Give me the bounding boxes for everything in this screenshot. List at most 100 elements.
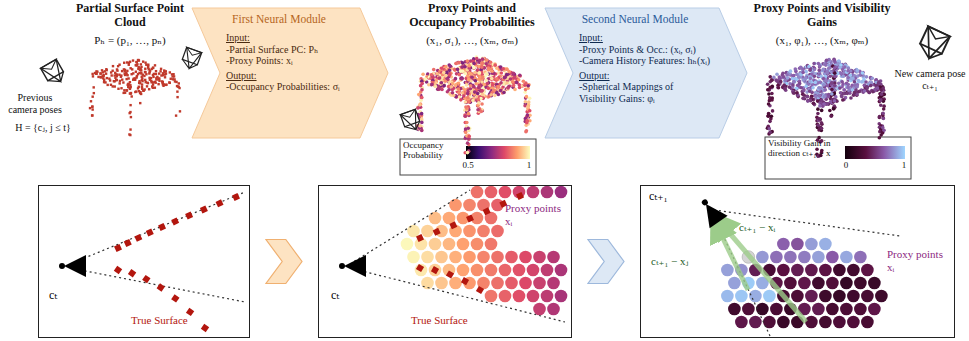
- proxy-point: [838, 86, 842, 90]
- proxy-point: [512, 76, 516, 80]
- proxy-point: [770, 251, 783, 264]
- surface-point: [91, 95, 93, 97]
- proxy-point: [812, 277, 825, 290]
- proxy-point: [805, 290, 818, 303]
- surface-point: [90, 100, 92, 102]
- proxy-point: [505, 251, 518, 264]
- proxy-point: [490, 77, 494, 81]
- proxy-point: [449, 199, 462, 212]
- surface-point: [105, 69, 107, 71]
- colorbar-gradient: [845, 146, 905, 159]
- proxy-point: [442, 84, 446, 88]
- proxy-point: [855, 85, 859, 89]
- surface-point: [117, 88, 119, 90]
- proxy-point: [819, 316, 832, 329]
- proxy-point: [443, 238, 456, 251]
- proxy-point: [472, 85, 476, 89]
- proxy-point: [828, 109, 832, 113]
- proxy-point: [786, 76, 790, 80]
- surface-point: [149, 69, 151, 71]
- surface-sample: [483, 207, 491, 215]
- surface-point: [125, 89, 127, 91]
- proxy-point: [805, 238, 818, 251]
- proxy-point: [830, 81, 834, 85]
- proxy-point: [555, 290, 568, 303]
- proxy-point: [481, 56, 485, 60]
- proxy-point: [827, 66, 831, 70]
- proxy-point: [791, 238, 804, 251]
- tick-label: 0: [840, 160, 852, 170]
- proxy-point: [826, 71, 830, 75]
- proxy-point: [868, 277, 881, 290]
- proxy-point: [480, 61, 484, 65]
- proxy-point: [793, 80, 797, 84]
- proxy-point: [878, 115, 882, 119]
- proxy-point: [808, 89, 812, 93]
- proxy-point: [485, 238, 498, 251]
- proxy-point: [437, 76, 441, 80]
- proxy-point: [515, 81, 519, 85]
- proxy-point: [869, 81, 873, 85]
- proxy-point: [812, 303, 825, 316]
- proxy-point: [816, 107, 820, 111]
- proxy-point: [856, 69, 860, 73]
- proxy-point: [864, 80, 868, 84]
- proxy-point: [489, 60, 493, 64]
- proxy-point: [829, 100, 833, 104]
- proxy-point: [819, 264, 832, 277]
- surface-point: [112, 85, 114, 87]
- surface-point: [91, 114, 93, 116]
- proxy-point: [806, 99, 810, 103]
- surface-point: [127, 77, 129, 79]
- proxy-point: [527, 83, 531, 87]
- figure-label: True Surface: [131, 314, 188, 327]
- proxy-point: [480, 102, 484, 106]
- surface-point: [129, 128, 131, 130]
- proxy-point: [812, 62, 816, 66]
- formula: Pₕ = (p₁, …, pₙ): [70, 34, 190, 47]
- proxy-point: [469, 84, 473, 88]
- proxy-point: [789, 69, 793, 73]
- surface-point: [150, 77, 152, 79]
- proxy-point: [503, 76, 507, 80]
- proxy-point: [812, 102, 816, 106]
- proxy-point: [421, 73, 425, 77]
- proxy-point: [527, 100, 531, 104]
- proxy-point: [505, 277, 518, 290]
- surface-point: [168, 81, 170, 83]
- surface-sample: [516, 192, 524, 200]
- proxy-point: [792, 80, 796, 84]
- surface-point: [171, 75, 173, 77]
- surface-point: [105, 72, 107, 74]
- proxy-point: [817, 117, 821, 121]
- surface-point: [154, 81, 156, 83]
- view-ray: [350, 268, 565, 322]
- proxy-point: [430, 73, 434, 77]
- surface-point: [158, 72, 160, 74]
- proxy-point: [541, 264, 554, 277]
- chevron-fill: [192, 8, 388, 138]
- proxy-point: [486, 87, 490, 91]
- illustration-box: cₜTrue Surface: [38, 185, 250, 338]
- proxy-point: [420, 82, 424, 86]
- proxy-point: [499, 89, 503, 93]
- module-item: -Spherical Mappings of Visibility Gains:…: [579, 81, 711, 104]
- surface-point: [105, 68, 107, 70]
- surface-point: [154, 64, 156, 66]
- proxy-point: [480, 89, 484, 93]
- surface-point: [144, 71, 146, 73]
- proxy-point: [457, 264, 470, 277]
- proxy-point: [420, 88, 424, 92]
- proxy-point: [879, 99, 883, 103]
- proxy-point: [805, 264, 818, 277]
- proxy-point: [794, 67, 798, 71]
- illustration-box: cₜTrue SurfaceProxy points xᵢ: [318, 185, 572, 338]
- proxy-point: [768, 86, 772, 90]
- proxy-point: [857, 79, 861, 83]
- surface-sample: [124, 239, 132, 247]
- proxy-point: [825, 79, 829, 83]
- proxy-point: [805, 76, 809, 80]
- proxy-point: [481, 75, 485, 79]
- proxy-point: [833, 84, 837, 88]
- surface-point: [113, 74, 115, 76]
